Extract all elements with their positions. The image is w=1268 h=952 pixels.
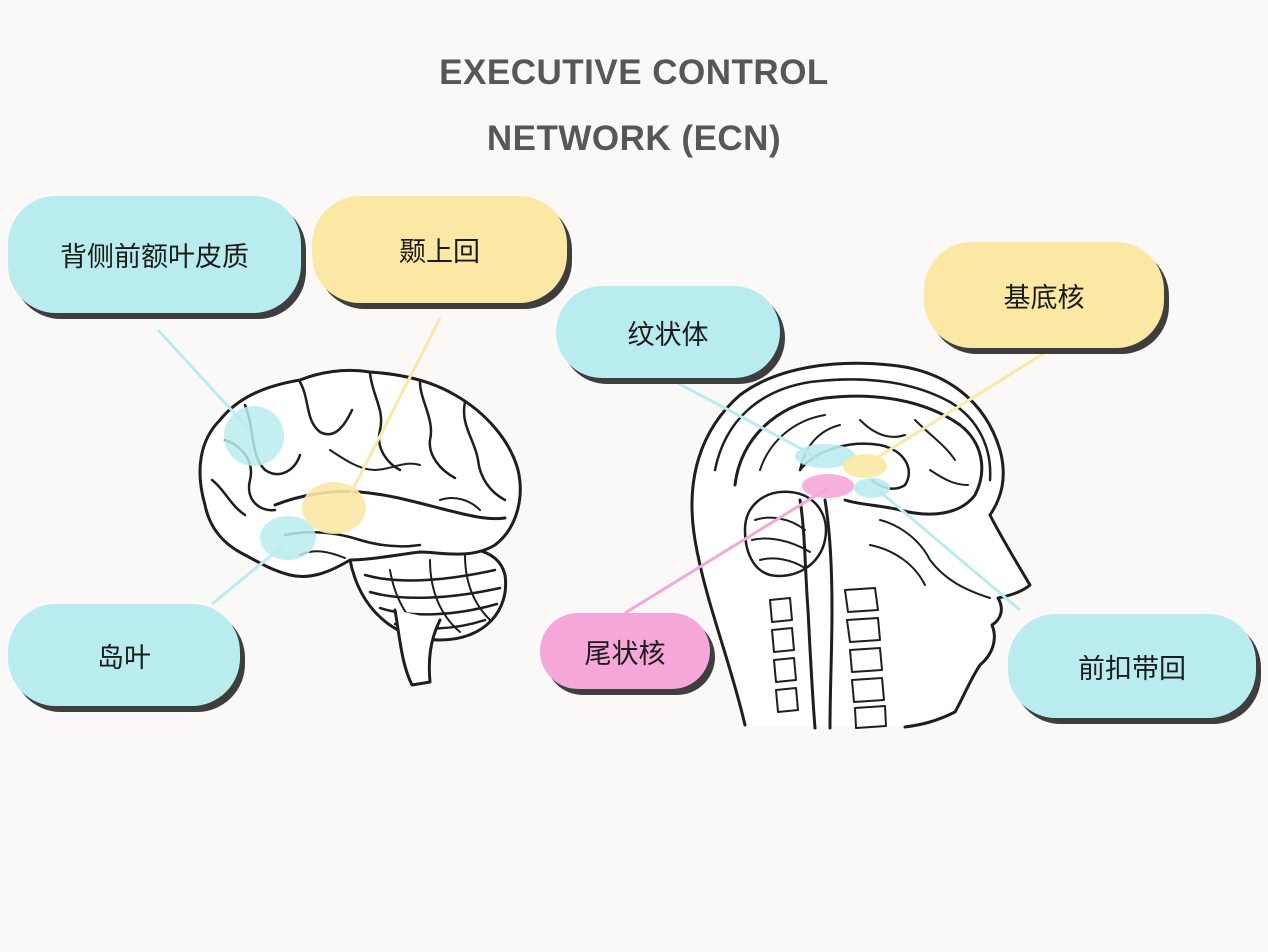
connector-caudate: [624, 486, 829, 615]
label-caudate-text: 尾状核: [584, 638, 666, 670]
diagram-title: EXECUTIVE CONTROL NETWORK (ECN): [0, 40, 1268, 172]
label-acc: 前扣带回: [1008, 614, 1256, 718]
caudate-highlight: [802, 474, 854, 498]
label-acc-text: 前扣带回: [1078, 653, 1186, 685]
sagittal-head: [690, 361, 1032, 730]
connector-dlpfc: [156, 328, 250, 430]
label-stg-text: 颞上回: [399, 237, 480, 268]
label-caudate: 尾状核: [540, 613, 710, 689]
label-striatum: 纹状体: [556, 286, 780, 378]
brainstem: [393, 608, 442, 687]
insula-highlight: [260, 516, 316, 560]
basal-ganglia-highlight: [843, 454, 887, 478]
label-insula-text: 岛叶: [97, 642, 151, 674]
dlpfc-highlight: [224, 406, 284, 466]
title-line-2: NETWORK (ECN): [486, 119, 782, 158]
striatum-highlight: [795, 444, 855, 468]
label-striatum-text: 纹状体: [627, 319, 709, 351]
connector-basal-ganglia: [869, 350, 1047, 464]
connector-acc: [877, 488, 1021, 612]
label-stg: 颞上回: [312, 196, 567, 303]
connector-insula: [211, 543, 285, 606]
spinal-cord: [798, 498, 817, 730]
label-dlpfc: 背侧前额叶皮质: [8, 196, 301, 313]
connector-stg: [343, 317, 442, 506]
label-basal-ganglia: 基底核: [924, 242, 1164, 348]
connector-striatum: [671, 378, 816, 458]
label-dlpfc-text: 背侧前额叶皮质: [60, 242, 249, 273]
label-basal-ganglia-text: 基底核: [1003, 282, 1085, 314]
title-line-1: EXECUTIVE CONTROL: [439, 53, 829, 92]
label-insula: 岛叶: [8, 604, 240, 706]
